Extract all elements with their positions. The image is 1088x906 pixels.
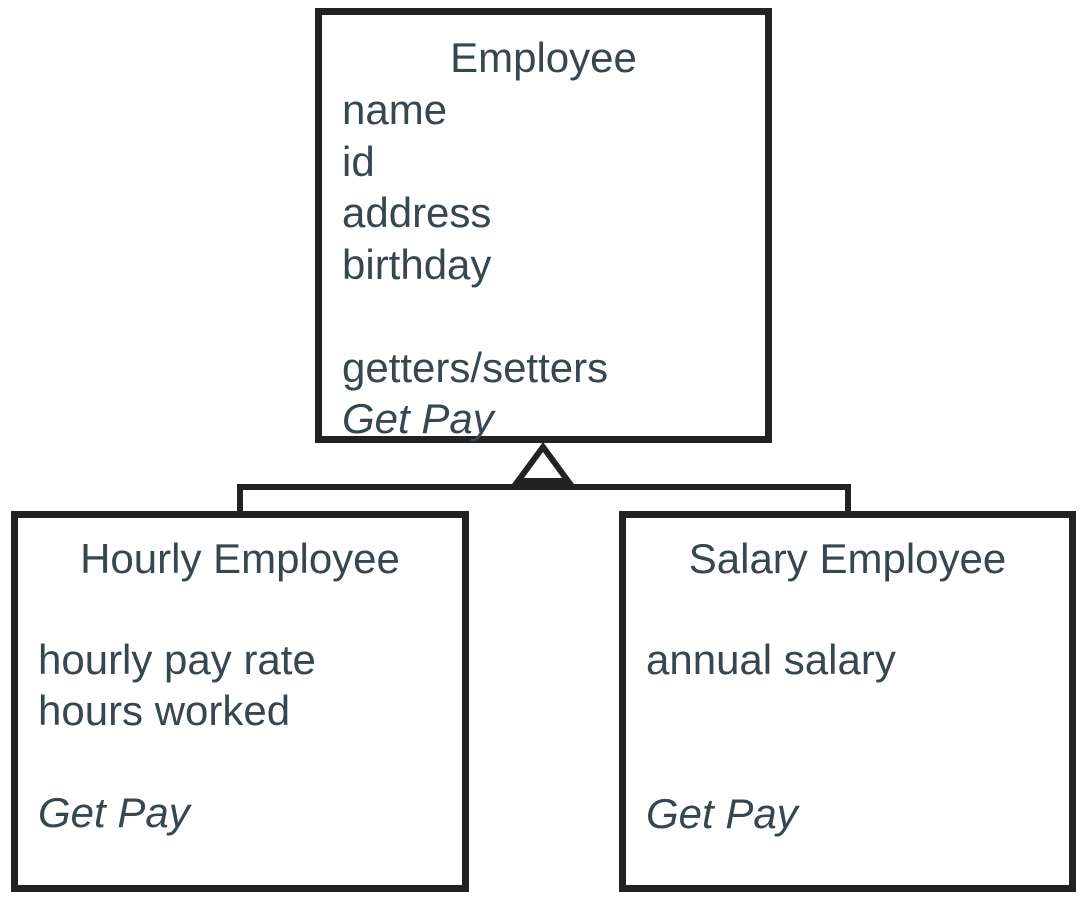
attribute-address: address — [342, 189, 492, 236]
attribute-annual-salary: annual salary — [646, 636, 896, 683]
attribute-hourly-pay-rate: hourly pay rate — [38, 636, 316, 683]
class-title-salary-employee: Salary Employee — [688, 535, 1007, 582]
method-get-pay: Get Pay — [38, 789, 190, 836]
method-getters-setters: getters/setters — [342, 344, 609, 391]
method-get-pay: Get Pay — [646, 790, 798, 837]
connector-to-salary-employee — [543, 484, 851, 511]
class-title-employee: Employee — [450, 34, 637, 81]
attribute-hours-worked: hours worked — [38, 687, 291, 734]
class-box-hourly-employee: Hourly Employee hourly pay rate hours wo… — [11, 511, 469, 892]
attribute-id: id — [342, 138, 375, 185]
class-box-salary-employee: Salary Employee annual salary Get Pay — [619, 511, 1076, 892]
attribute-name: name — [342, 86, 448, 133]
attribute-birthday: birthday — [342, 241, 492, 288]
class-box-employee: Employee name id address birthday getter… — [315, 8, 772, 443]
class-title-hourly-employee: Hourly Employee — [80, 535, 400, 582]
method-get-pay: Get Pay — [342, 395, 494, 442]
generalization-arrowhead — [512, 441, 574, 484]
connector-to-hourly-employee — [237, 484, 543, 511]
